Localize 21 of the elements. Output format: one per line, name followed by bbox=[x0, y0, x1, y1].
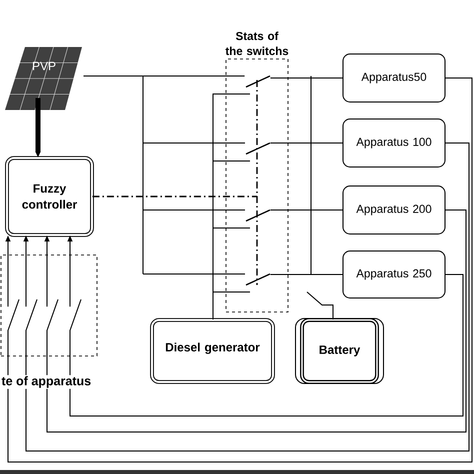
solar-panel: PVP bbox=[5, 46, 82, 110]
controller-box: Fuzzy controller bbox=[5, 156, 94, 237]
wire bbox=[212, 94, 226, 320]
apparatus-box: Apparatus 250 bbox=[342, 250, 446, 298]
wire bbox=[270, 142, 343, 144]
battery-box: Battery bbox=[295, 318, 384, 384]
apparatus-box: Apparatus 200 bbox=[342, 186, 446, 234]
apparatus-box: Apparatus 100 bbox=[342, 118, 446, 168]
wire bbox=[270, 274, 343, 275]
node-label: Stats of the switchs bbox=[226, 32, 288, 56]
wire bbox=[46, 210, 466, 432]
apparatus-box: Apparatus50 bbox=[342, 54, 446, 102]
control-line bbox=[92, 196, 257, 198]
state-group bbox=[0, 254, 98, 356]
group-heading: te of apparatus bbox=[0, 375, 92, 389]
switch-group: Stats of the switchs bbox=[226, 32, 288, 312]
generator-box: Diesel generator bbox=[150, 318, 275, 384]
wire bbox=[70, 274, 464, 416]
wire bbox=[26, 142, 470, 452]
wire bbox=[306, 292, 334, 320]
wire bbox=[8, 78, 472, 462]
